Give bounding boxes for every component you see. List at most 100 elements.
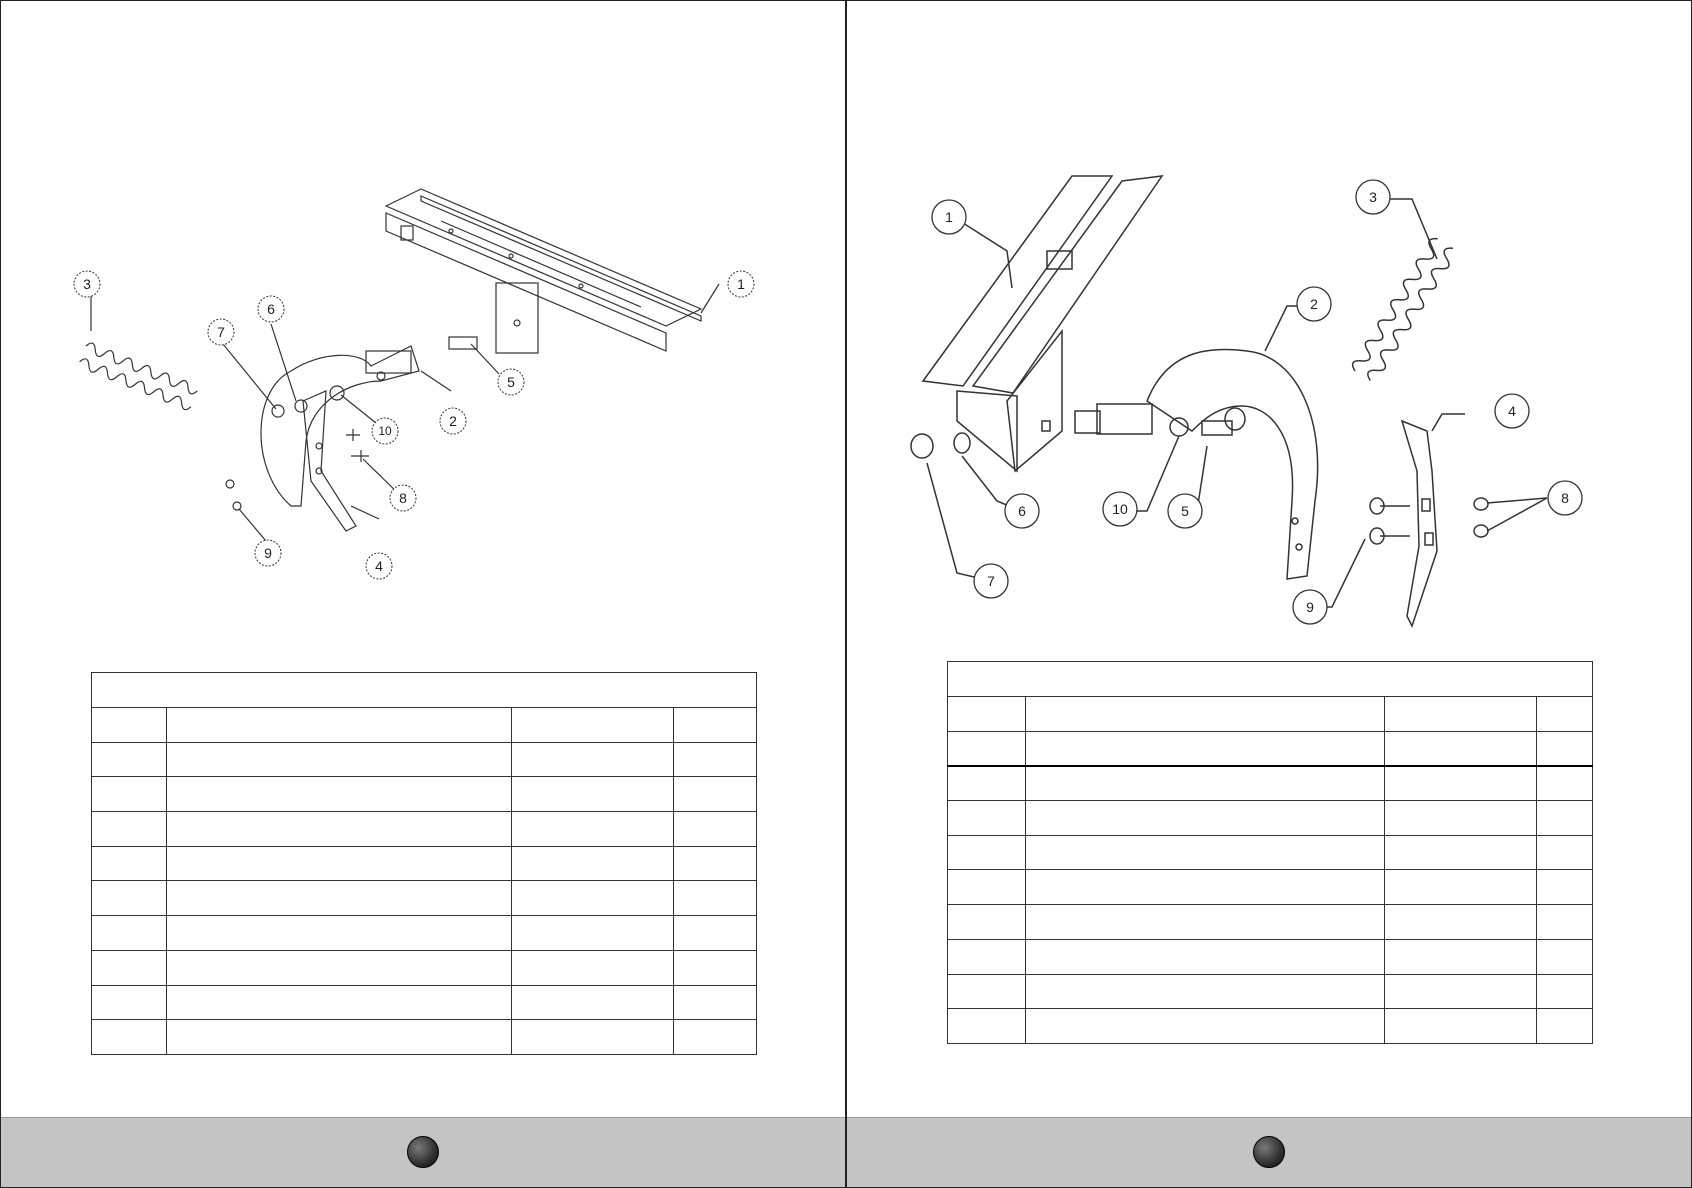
table-title bbox=[91, 672, 757, 708]
table-cell bbox=[91, 741, 167, 778]
left-page: 3 1 2 4 5 6 7 10 8 9 bbox=[0, 0, 846, 1188]
callout-5: 5 bbox=[507, 374, 515, 390]
table-cell bbox=[947, 1008, 1026, 1044]
bushing-part bbox=[329, 385, 345, 401]
table-title bbox=[947, 661, 1593, 697]
table-cell bbox=[166, 845, 512, 882]
table-cell bbox=[673, 811, 757, 847]
frame-part bbox=[384, 188, 703, 354]
table-cell bbox=[1384, 973, 1537, 1010]
parts-table-left bbox=[91, 672, 757, 1055]
table-cell bbox=[1025, 1008, 1385, 1044]
table-cell bbox=[166, 811, 512, 847]
table-cell bbox=[1384, 696, 1537, 732]
table-cell bbox=[947, 696, 1026, 732]
table-cell bbox=[947, 834, 1026, 871]
table-cell bbox=[673, 1019, 757, 1055]
shank-part bbox=[1074, 348, 1319, 580]
table-cell bbox=[673, 707, 757, 743]
shank-part bbox=[260, 345, 420, 507]
page-footer bbox=[1, 1117, 845, 1187]
table-cell bbox=[1384, 904, 1537, 940]
page-marker-icon bbox=[1253, 1136, 1285, 1168]
callout-9: 9 bbox=[1306, 599, 1314, 615]
table-cell bbox=[1536, 1008, 1593, 1044]
table-cell bbox=[91, 880, 167, 917]
callout-5: 5 bbox=[1181, 503, 1189, 519]
callout-3: 3 bbox=[1369, 189, 1377, 205]
callout-3: 3 bbox=[83, 276, 91, 292]
table-cell bbox=[1384, 800, 1537, 836]
table-cell bbox=[673, 915, 757, 951]
table-cell bbox=[673, 776, 757, 813]
callout-1: 1 bbox=[737, 276, 745, 292]
right-page: 1 2 3 4 8 5 10 6 7 9 bbox=[846, 0, 1692, 1188]
table-cell bbox=[91, 1019, 167, 1055]
table-cell bbox=[166, 984, 512, 1021]
table-cell bbox=[947, 730, 1026, 767]
table-cell bbox=[511, 1019, 674, 1055]
table-cell bbox=[1384, 869, 1537, 906]
table-cell bbox=[1536, 696, 1593, 732]
page-footer bbox=[847, 1117, 1691, 1187]
table-cell bbox=[1025, 938, 1385, 975]
table-cell bbox=[947, 904, 1026, 940]
table-cell bbox=[91, 845, 167, 882]
frame-part bbox=[921, 175, 1164, 473]
table-cell bbox=[91, 984, 167, 1021]
table-cell bbox=[1536, 765, 1593, 802]
share-part bbox=[1400, 419, 1438, 628]
share-part bbox=[302, 390, 357, 532]
table-cell bbox=[511, 984, 674, 1021]
table-cell bbox=[1536, 869, 1593, 906]
table-cell bbox=[91, 915, 167, 951]
table-cell bbox=[511, 949, 674, 986]
page-marker-icon bbox=[407, 1136, 439, 1168]
table-cell bbox=[1025, 765, 1385, 802]
callout-8: 8 bbox=[1561, 490, 1569, 506]
parts-table-right bbox=[947, 661, 1593, 1044]
plow-bolt-part bbox=[1380, 505, 1410, 537]
callout-2: 2 bbox=[449, 413, 457, 429]
nut-part bbox=[271, 404, 285, 418]
washer-part bbox=[953, 432, 971, 454]
table-cell bbox=[166, 707, 512, 743]
table-cell bbox=[673, 880, 757, 917]
table-cell bbox=[1536, 973, 1593, 1010]
table-cell bbox=[1536, 730, 1593, 767]
bolt-part bbox=[1201, 420, 1233, 436]
table-cell bbox=[1025, 869, 1385, 906]
nut-part bbox=[910, 433, 934, 459]
callout-2: 2 bbox=[1310, 296, 1318, 312]
table-cell bbox=[1025, 834, 1385, 871]
callout-10: 10 bbox=[1112, 501, 1128, 517]
table-cell bbox=[166, 880, 512, 917]
table-cell bbox=[511, 741, 674, 778]
table-cell bbox=[166, 1019, 512, 1055]
table-cell bbox=[166, 915, 512, 951]
table-cell bbox=[947, 800, 1026, 836]
bolt-small-part bbox=[346, 429, 360, 441]
spring-part bbox=[1351, 237, 1454, 381]
callout-7: 7 bbox=[987, 573, 995, 589]
table-cell bbox=[947, 938, 1026, 975]
callout-1: 1 bbox=[945, 209, 953, 225]
table-cell bbox=[1025, 696, 1385, 732]
table-cell bbox=[1536, 800, 1593, 836]
table-cell bbox=[1384, 1008, 1537, 1044]
callout-6: 6 bbox=[1018, 503, 1026, 519]
table-cell bbox=[511, 845, 674, 882]
table-cell bbox=[511, 776, 674, 813]
table-cell bbox=[1025, 973, 1385, 1010]
table-cell bbox=[91, 776, 167, 813]
bolt-part bbox=[448, 336, 478, 350]
table-cell bbox=[1025, 730, 1385, 767]
table-cell bbox=[1536, 938, 1593, 975]
table-cell bbox=[511, 811, 674, 847]
exploded-view-left: 3 1 2 4 5 6 7 10 8 9 bbox=[73, 188, 755, 580]
table-cell bbox=[511, 880, 674, 917]
callout-8: 8 bbox=[399, 490, 407, 506]
table-cell bbox=[1384, 765, 1537, 802]
plow-bolt-part bbox=[351, 450, 369, 462]
table-cell bbox=[91, 707, 167, 743]
